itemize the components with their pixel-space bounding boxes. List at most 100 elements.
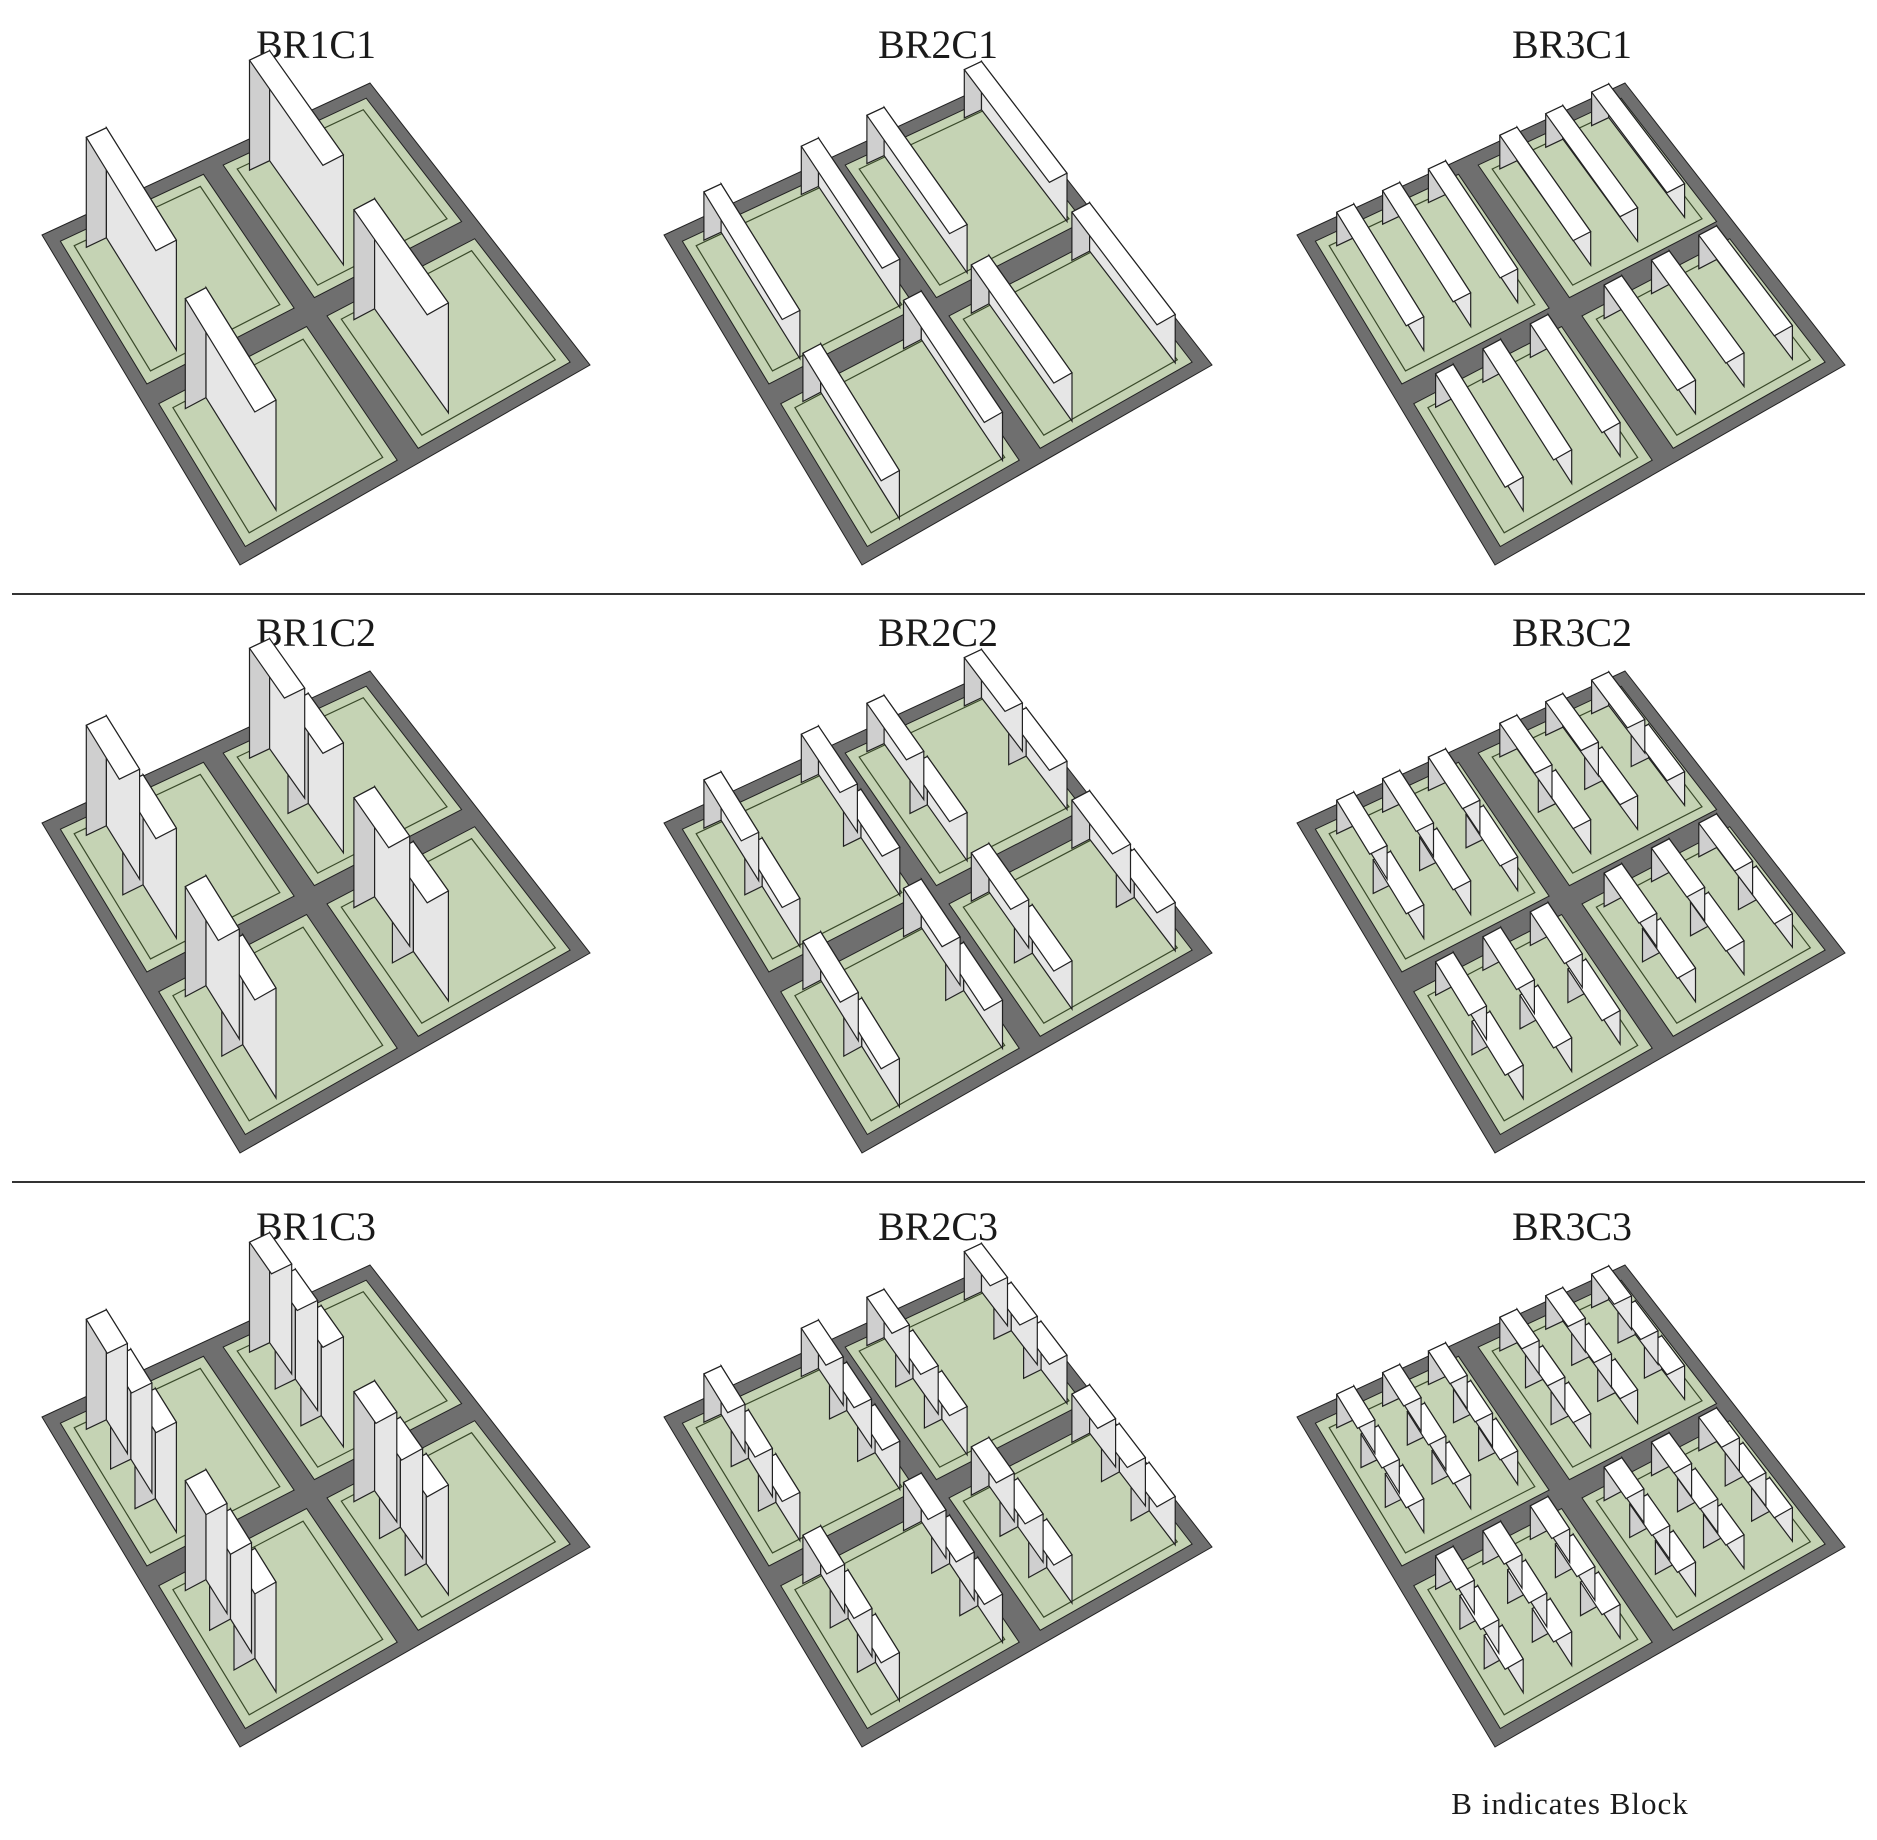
building-roof: [865, 1288, 911, 1335]
building-roof: [902, 1472, 947, 1521]
building-roof: [1529, 1495, 1571, 1540]
setback-line: [794, 926, 1006, 1122]
setback-line: [858, 696, 1070, 874]
block-scene: [663, 59, 1213, 566]
building-roof: [703, 1365, 746, 1414]
building-roof: [1544, 1286, 1587, 1328]
setback-line: [172, 1520, 384, 1716]
setback-line: [172, 926, 384, 1122]
building-roof: [85, 127, 178, 252]
building-roof: [963, 1242, 1009, 1287]
building-roof: [1427, 1342, 1469, 1385]
building-roof: [184, 874, 241, 942]
building-roof: [703, 771, 760, 842]
block-scene: [663, 1241, 1213, 1748]
building-roof: [1697, 1407, 1741, 1449]
building-roof: [1335, 791, 1388, 855]
building-roof: [703, 183, 801, 321]
building-roof: [353, 1380, 398, 1425]
building-roof: [800, 137, 901, 269]
building-roof: [1381, 769, 1435, 833]
building-roof: [1482, 926, 1536, 991]
panel-label: BR2C1: [878, 22, 998, 67]
legend-note: B indicates Block: [1451, 1786, 1688, 1821]
building-roof: [865, 694, 925, 761]
building-roof: [800, 1319, 845, 1366]
building-roof: [1434, 951, 1488, 1017]
building-roof: [902, 878, 961, 948]
setback-line: [962, 837, 1179, 1024]
building-roof: [184, 1468, 228, 1516]
building-roof: [1603, 274, 1697, 392]
building-roof: [353, 786, 411, 849]
building-roof: [970, 842, 1030, 911]
building-roof: [1381, 181, 1472, 303]
panel-br2c1: BR2C1: [663, 22, 1213, 566]
setback-line: [73, 185, 281, 372]
panel-label: BR2C2: [878, 610, 998, 655]
setback-line: [172, 338, 384, 534]
building-roof: [802, 343, 901, 482]
setback-line: [858, 1290, 1070, 1468]
building-roof: [1482, 1520, 1523, 1565]
building-roof: [248, 637, 306, 699]
building-roof: [1498, 1308, 1540, 1350]
building-roof: [1498, 126, 1592, 242]
building-roof: [248, 1231, 293, 1275]
block-scene: [41, 636, 591, 1154]
panel-br2c3: BR2C3: [663, 1204, 1213, 1748]
building-roof: [1650, 838, 1706, 898]
setback-line: [962, 249, 1179, 436]
building-roof: [1070, 1384, 1117, 1430]
setback-line: [73, 773, 281, 960]
building-roof: [802, 931, 860, 1003]
setback-line: [695, 773, 903, 960]
block-scene: [1296, 82, 1846, 566]
building-roof: [1650, 250, 1745, 364]
panel-br3c1: BR3C1: [1296, 22, 1846, 566]
building-roof: [1381, 1363, 1422, 1407]
building-roof: [85, 715, 141, 780]
building-roof: [1335, 1385, 1376, 1430]
panel-label: BR3C1: [1512, 22, 1632, 67]
panel-label: BR3C3: [1512, 1204, 1632, 1249]
block-scene: [41, 1230, 591, 1748]
building-roof: [1427, 748, 1481, 810]
block-scene: [1296, 1264, 1846, 1748]
building-roof: [1529, 901, 1584, 965]
panel-br3c2: BR3C2: [1296, 610, 1846, 1154]
block-scene: [41, 48, 591, 566]
building-roof: [970, 254, 1073, 384]
building-roof: [1544, 692, 1600, 752]
setback-line: [858, 108, 1070, 286]
building-roof: [1603, 862, 1658, 924]
setback-line: [695, 1367, 903, 1554]
building-roof: [1434, 1545, 1476, 1591]
panel-br1c1: BR1C1: [41, 22, 591, 566]
panel-br1c3: BR1C3: [41, 1204, 591, 1748]
building-roof: [85, 1309, 129, 1355]
building-roof: [184, 286, 277, 413]
panel-br3c3: BR3C3: [1296, 1204, 1846, 1748]
building-roof: [1697, 813, 1754, 872]
block-scene: [1296, 670, 1846, 1154]
panel-label: BR3C2: [1512, 610, 1632, 655]
building-roof: [1697, 225, 1794, 337]
building-roof: [800, 725, 859, 794]
building-roof: [1590, 671, 1646, 729]
building-roof: [1590, 83, 1686, 194]
building-roof: [1603, 1456, 1645, 1500]
building-roof: [353, 198, 450, 316]
building-roof: [963, 60, 1068, 184]
building-roof: [802, 1525, 846, 1575]
building-roof: [1498, 714, 1553, 775]
setback-line: [695, 185, 903, 372]
green-plot: [1314, 173, 1550, 385]
building-roof: [248, 49, 345, 167]
building-roof: [1650, 1432, 1693, 1474]
building-roof: [865, 106, 968, 235]
building-roof: [1434, 363, 1525, 489]
panel-br2c2: BR2C2: [663, 610, 1213, 1154]
building-roof: [1070, 202, 1177, 326]
